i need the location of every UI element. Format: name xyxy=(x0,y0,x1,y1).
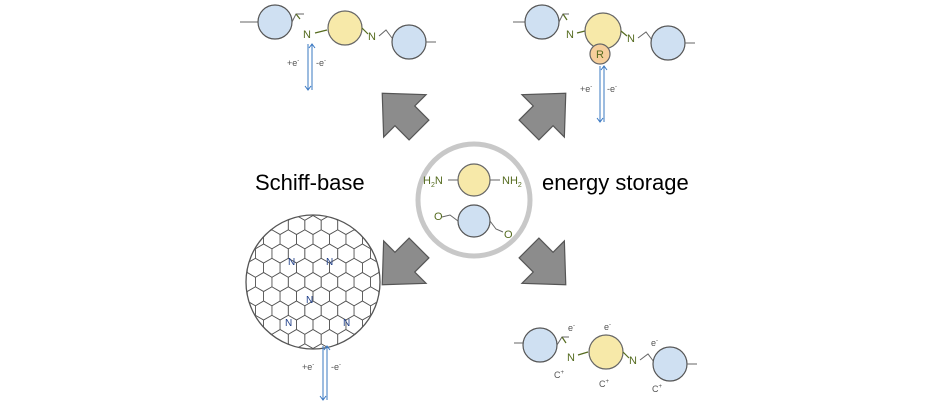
hex-cell xyxy=(246,257,248,278)
svg-text:-e-: -e- xyxy=(607,84,617,94)
r-substituent xyxy=(589,43,611,65)
electron-label-2: e- xyxy=(604,322,611,332)
hex-cell xyxy=(246,286,248,307)
imine-n-2: N xyxy=(368,31,376,43)
graphene-sheet: N N N N N +e- -e- xyxy=(245,214,381,401)
graphene-n-5: N xyxy=(343,318,350,329)
imine-n-6: N xyxy=(629,355,637,367)
amine-ring xyxy=(327,10,363,46)
hex-cell xyxy=(378,286,380,307)
graphene-n-3: N xyxy=(306,295,313,306)
aldehyde-bond-right xyxy=(489,220,504,233)
nh2-label: NH2 xyxy=(502,175,522,189)
minus-e-label-2: -e xyxy=(607,84,615,94)
schiff-base-label: Schiff-base xyxy=(255,170,365,195)
r-label: R xyxy=(596,49,604,61)
graphene-n-1: N xyxy=(288,257,295,268)
graphene-n-4: N xyxy=(285,318,292,329)
imine-n-3: N xyxy=(566,29,574,41)
arrow-down-left xyxy=(381,237,430,286)
aryl-ring-5 xyxy=(522,327,558,363)
center-circle xyxy=(415,141,533,259)
cation-label-2: C+ xyxy=(599,379,610,389)
imine-n-5: N xyxy=(567,352,575,364)
amine-ring-2 xyxy=(584,12,622,50)
amine-ring-3 xyxy=(588,334,624,370)
svg-text:+e-: +e- xyxy=(580,84,592,94)
imine-n-1: N xyxy=(303,29,311,41)
energy-storage-label: energy storage xyxy=(542,170,689,195)
plus-e-label-2: +e xyxy=(580,84,590,94)
cation-label-1: C+ xyxy=(554,370,565,380)
graphene-n-2: N xyxy=(326,257,333,268)
svg-text:-e-: -e- xyxy=(331,362,341,372)
imine-n-4: N xyxy=(627,33,635,45)
cation-label-3: C+ xyxy=(652,384,663,394)
aryl-ring-1 xyxy=(257,4,293,40)
plus-e-label-1: +e xyxy=(287,58,297,68)
oxygen-label-right: O xyxy=(504,229,513,241)
svg-text:+e-: +e- xyxy=(302,362,314,372)
oxygen-label-left: O xyxy=(434,211,443,223)
electron-label-1: e- xyxy=(568,323,575,333)
arrow-up-right xyxy=(518,92,567,141)
bottom-right-polymer: N N e- e- e- C+ C+ C+ xyxy=(514,322,697,394)
minus-e-label-3: -e xyxy=(331,362,339,372)
h2n-label: H2N xyxy=(423,175,443,189)
aryl-ring-2 xyxy=(391,24,427,60)
graphene-outline xyxy=(245,214,381,350)
top-right-polymer: N R N +e- -e- xyxy=(513,4,695,123)
aryl-ring-4 xyxy=(650,25,686,61)
center-monomers: H2N NH2 O O xyxy=(415,141,533,259)
arrow-up-left xyxy=(381,92,430,141)
aryl-ring-6 xyxy=(652,346,688,382)
arrow-down-right xyxy=(518,237,567,286)
svg-text:-e-: -e- xyxy=(316,58,326,68)
top-left-polymer: N N +e- -e- xyxy=(240,4,436,91)
diamine-ring xyxy=(457,163,491,197)
dialdehyde-ring xyxy=(457,204,491,238)
plus-e-label-3: +e xyxy=(302,362,312,372)
arrows xyxy=(381,92,567,286)
minus-e-label-1: -e xyxy=(316,58,324,68)
electron-label-3: e- xyxy=(651,338,658,348)
aldehyde-bond-left xyxy=(441,214,459,222)
svg-text:+e-: +e- xyxy=(287,58,299,68)
aryl-ring-3 xyxy=(524,4,560,40)
